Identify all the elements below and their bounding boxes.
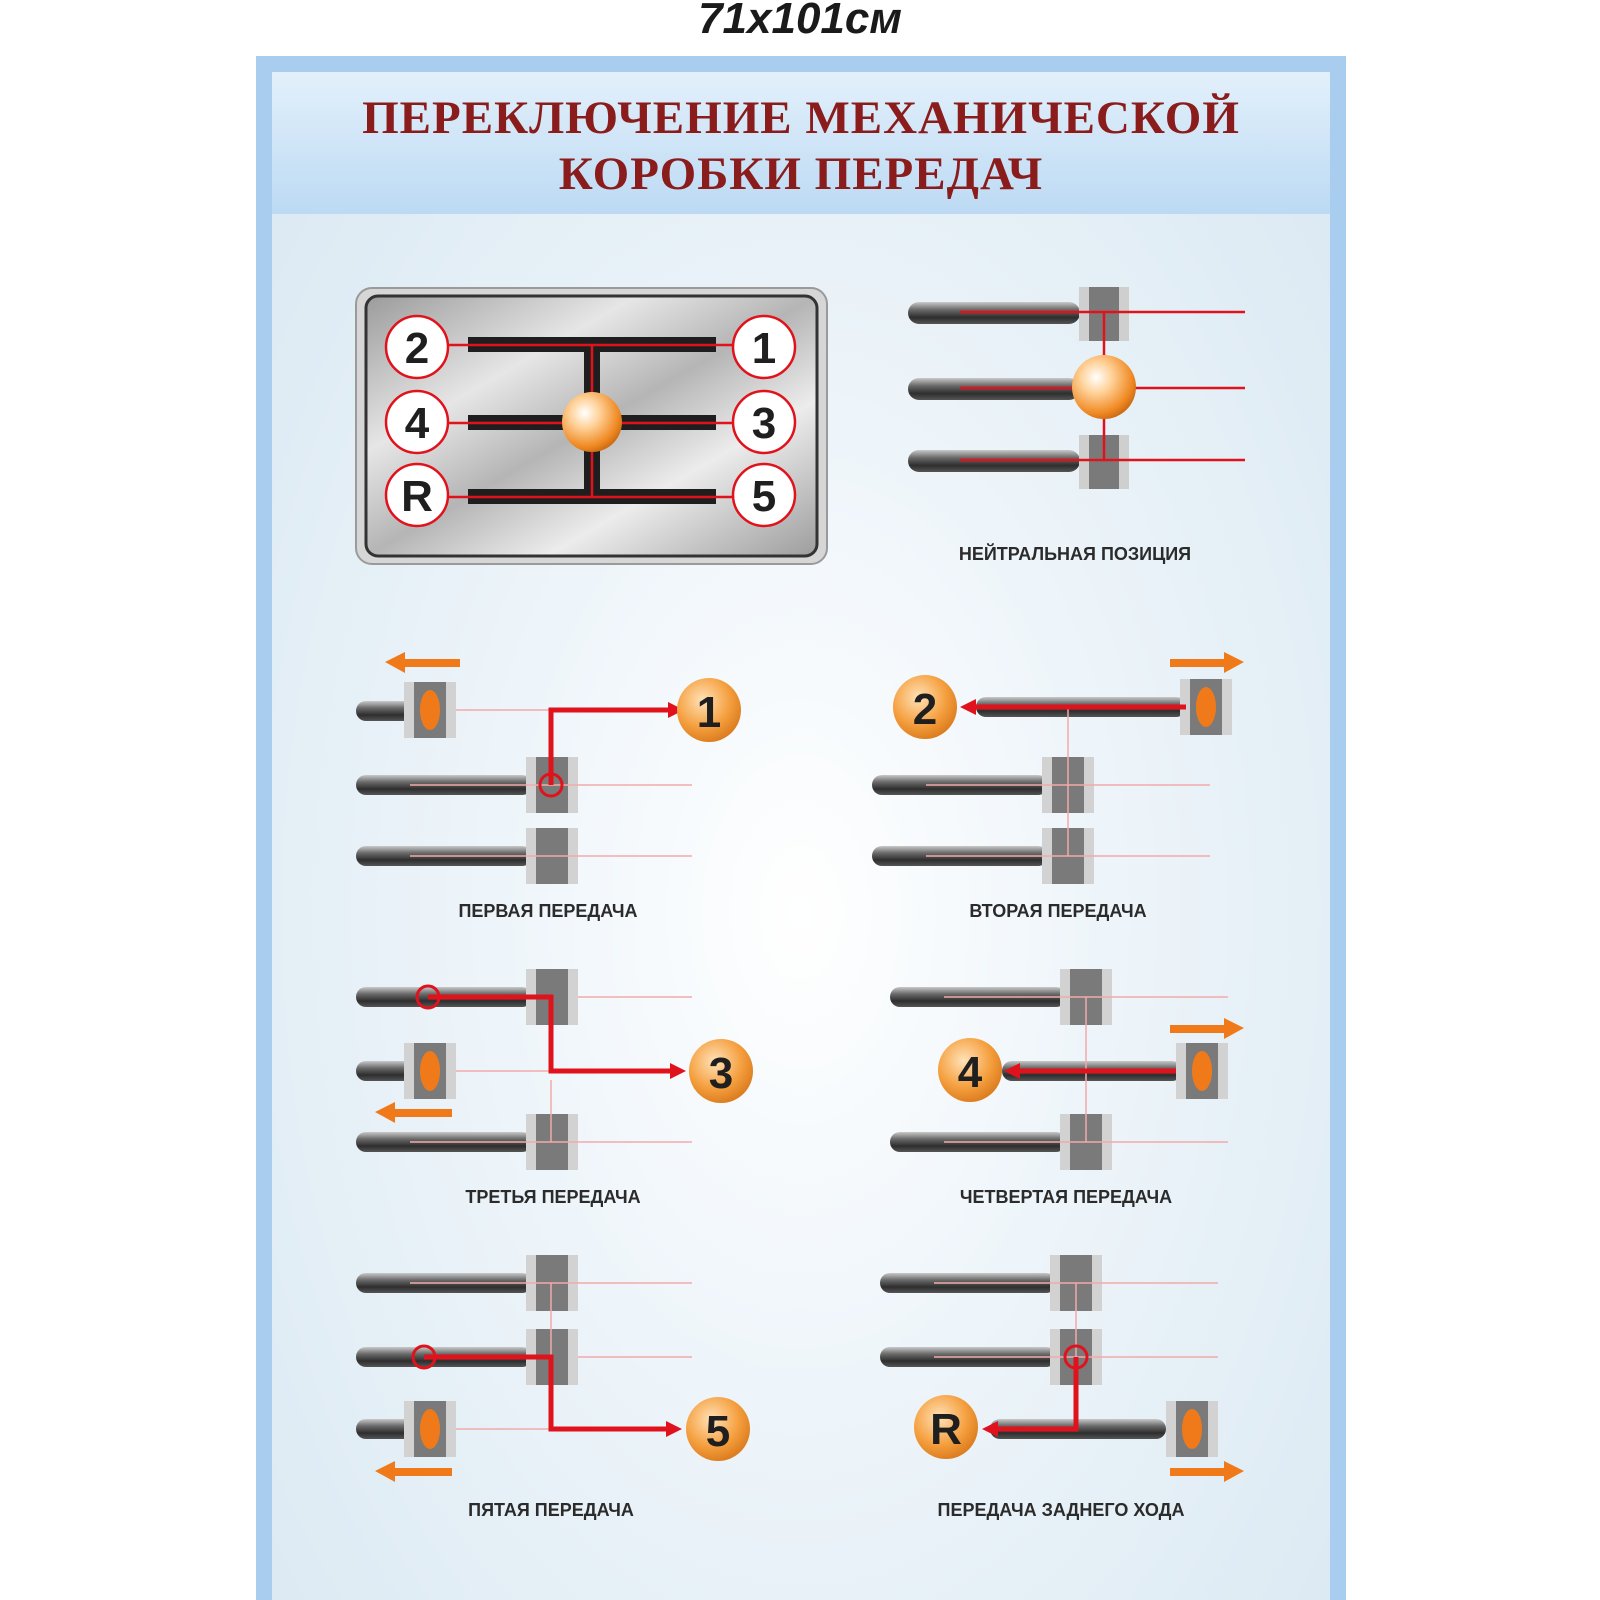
- pattern-label-2: 2: [384, 314, 450, 380]
- svg-text:4: 4: [958, 1048, 983, 1097]
- svg-text:3: 3: [709, 1049, 733, 1098]
- third-caption: ТРЕТЬЯ ПЕРЕДАЧА: [465, 1187, 640, 1207]
- reverse-gear-panel: R ПЕРЕДАЧА ЗАДНЕГО ХОДА: [880, 1255, 1244, 1520]
- fifth-gear-badge: 5: [686, 1397, 750, 1461]
- first-rod-top: [356, 682, 456, 738]
- third-rod-mid: [356, 1043, 456, 1099]
- svg-text:5: 5: [706, 1407, 730, 1456]
- title-line-1: ПЕРЕКЛЮЧЕНИЕ МЕХАНИЧЕСКОЙ: [362, 92, 1240, 144]
- third-gear-panel: 3 ТРЕТЬЯ ПЕРЕДАЧА: [356, 969, 753, 1207]
- svg-text:R: R: [401, 472, 433, 521]
- svg-text:4: 4: [405, 399, 430, 448]
- reverse-path-arrow-icon: [982, 1421, 998, 1437]
- reverse-gear-badge: R: [914, 1395, 978, 1459]
- fourth-path-arrow-icon: [1004, 1063, 1020, 1079]
- neutral-knob-ball: [1072, 355, 1136, 419]
- fourth-rod-mid: [1002, 1043, 1228, 1099]
- reverse-caption: ПЕРЕДАЧА ЗАДНЕГО ХОДА: [938, 1500, 1185, 1520]
- second-arrow-right-icon: [1170, 652, 1244, 673]
- size-label: 71x101см: [698, 0, 902, 43]
- svg-text:1: 1: [752, 324, 776, 373]
- reverse-arrow-right-icon: [1170, 1461, 1244, 1482]
- pattern-label-4: 4: [384, 389, 450, 455]
- pattern-label-1: 1: [731, 314, 797, 380]
- shift-pattern-plate: 2 4 R 1 3 5: [355, 287, 828, 565]
- first-gear-badge: 1: [677, 678, 741, 742]
- poster-title: ПЕРЕКЛЮЧЕНИЕ МЕХАНИЧЕСКОЙ КОРОБКИ ПЕРЕДА…: [272, 90, 1330, 202]
- neutral-panel: НЕЙТРАЛЬНАЯ ПОЗИЦИЯ: [908, 287, 1245, 564]
- pattern-label-3: 3: [731, 389, 797, 455]
- fifth-rod-bot: [356, 1401, 456, 1457]
- poster-header: ПЕРЕКЛЮЧЕНИЕ МЕХАНИЧЕСКОЙ КОРОБКИ ПЕРЕДА…: [272, 72, 1330, 214]
- second-path-arrow-icon: [960, 699, 976, 715]
- fourth-caption: ЧЕТВЕРТАЯ ПЕРЕДАЧА: [960, 1187, 1172, 1207]
- second-gear-badge: 2: [893, 675, 957, 739]
- neutral-rod-3: [908, 435, 1129, 489]
- title-line-2: КОРОБКИ ПЕРЕДАЧ: [558, 148, 1044, 200]
- first-caption: ПЕРВАЯ ПЕРЕДАЧА: [458, 901, 637, 921]
- neutral-rod-1: [908, 287, 1129, 341]
- neutral-caption: НЕЙТРАЛЬНАЯ ПОЗИЦИЯ: [959, 543, 1191, 564]
- fourth-gear-panel: 4 ЧЕТВЕРТАЯ ПЕРЕДАЧА: [890, 969, 1244, 1207]
- fifth-path-arrow-icon: [666, 1421, 682, 1437]
- second-gear-panel: 2 ВТОРАЯ ПЕРЕДАЧА: [872, 652, 1244, 921]
- svg-text:2: 2: [913, 685, 937, 734]
- fifth-arrow-left-icon: [375, 1461, 452, 1482]
- third-gear-badge: 3: [689, 1039, 753, 1103]
- first-arrow-left-icon: [385, 652, 460, 673]
- svg-text:2: 2: [405, 324, 429, 373]
- third-arrow-left-icon: [375, 1102, 452, 1123]
- pattern-label-5: 5: [731, 462, 797, 528]
- gear-knob-ball: [562, 392, 622, 452]
- svg-text:R: R: [930, 1405, 962, 1454]
- fourth-gear-badge: 4: [938, 1038, 1002, 1102]
- fifth-gear-panel: 5 ПЯТАЯ ПЕРЕДАЧА: [356, 1255, 750, 1520]
- svg-text:3: 3: [752, 399, 776, 448]
- first-path-arrow-icon: [668, 702, 684, 718]
- svg-text:5: 5: [752, 472, 776, 521]
- second-caption: ВТОРАЯ ПЕРЕДАЧА: [969, 901, 1146, 921]
- third-path-arrow-icon: [670, 1063, 686, 1079]
- fifth-caption: ПЯТАЯ ПЕРЕДАЧА: [468, 1500, 634, 1520]
- svg-text:1: 1: [697, 688, 721, 737]
- fourth-arrow-right-icon: [1170, 1018, 1244, 1039]
- pattern-label-r: R: [384, 462, 450, 528]
- first-gear-panel: 1 ПЕРВАЯ ПЕРЕДАЧА: [356, 652, 741, 921]
